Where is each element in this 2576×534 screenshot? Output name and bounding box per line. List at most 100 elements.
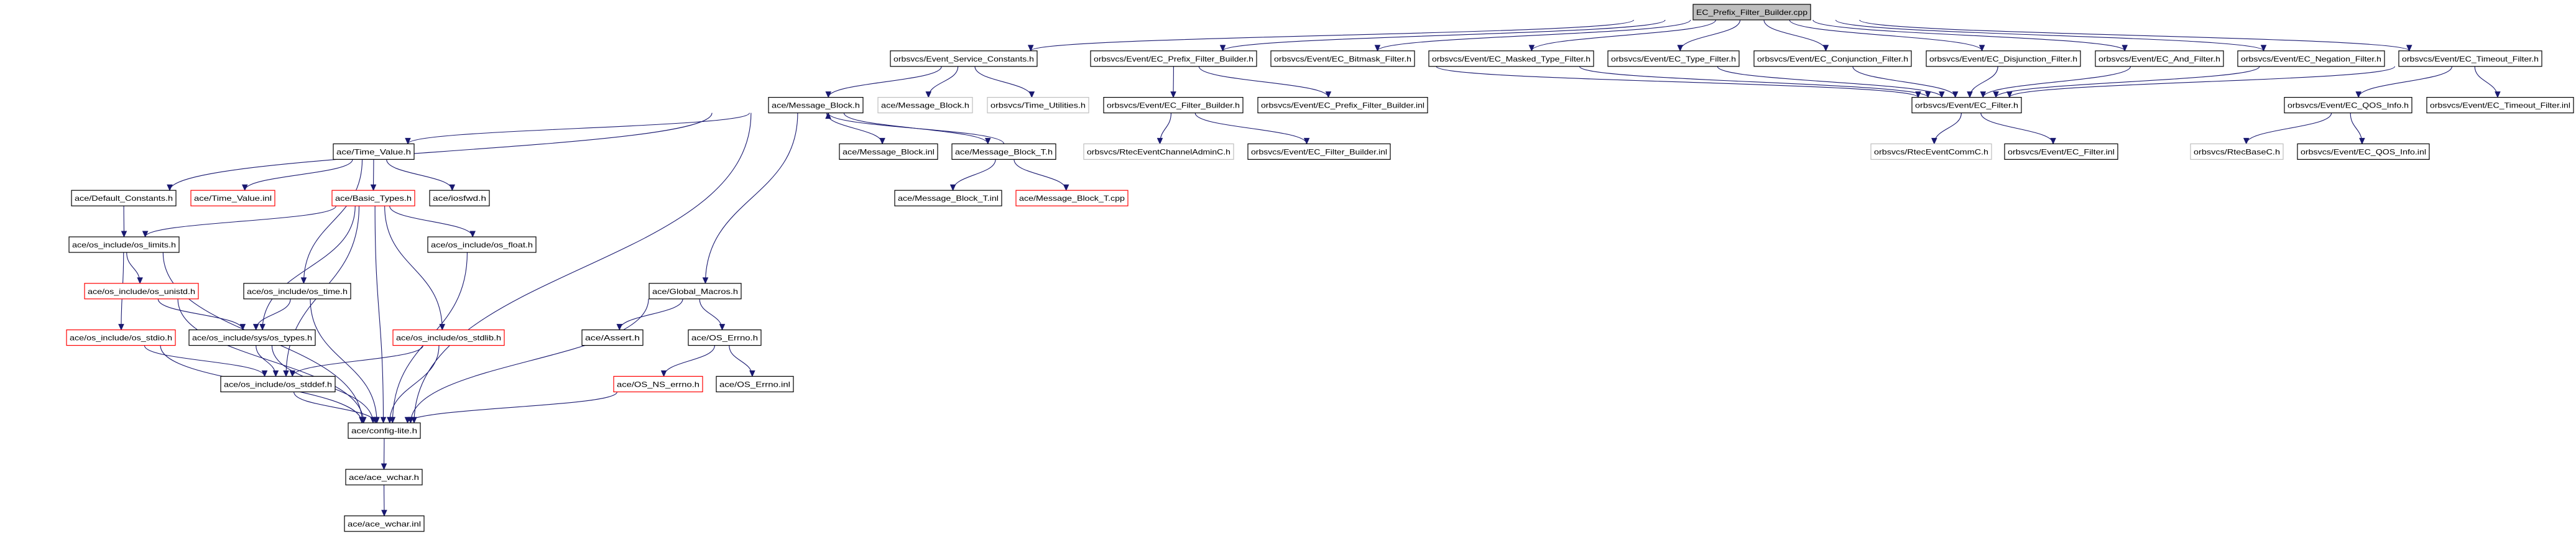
node-label: ace/os_include/os_stdio.h xyxy=(70,334,172,343)
node-os-errno-h[interactable]: ace/OS_Errno.h xyxy=(688,329,762,346)
edge-time_value_h-to-basic_types xyxy=(370,159,377,191)
node-conj[interactable]: orbsvcs/Event/EC_Conjunction_Filter.h xyxy=(1753,50,1912,67)
node-box xyxy=(427,236,537,253)
node-rtec-base[interactable]: orbsvcs/RtecBaseC.h xyxy=(2190,143,2284,160)
node-box xyxy=(894,190,1002,206)
node-os-stddef[interactable]: ace/os_include/os_stddef.h xyxy=(220,375,336,393)
arrowhead-icon xyxy=(2406,45,2412,52)
node-label: ace/Time_Value.h xyxy=(336,147,411,156)
node-pfb-inl[interactable]: orbsvcs/Event/EC_Prefix_Filter_Builder.i… xyxy=(1257,97,1428,114)
arrowhead-icon xyxy=(660,370,667,377)
node-os-stdlib[interactable]: ace/os_include/os_stdlib.h xyxy=(392,329,505,346)
node-box xyxy=(1257,97,1428,114)
edge-global_macros-to-os_errno_h xyxy=(699,298,726,331)
edge-line xyxy=(699,298,723,330)
edge-os_stdlib-to-config_lite xyxy=(387,345,440,424)
node-qos-inl[interactable]: orbsvcs/Event/EC_QOS_Info.inl xyxy=(2297,143,2430,160)
node-os-float[interactable]: ace/os_include/os_float.h xyxy=(427,236,537,253)
node-assert[interactable]: ace/Assert.h xyxy=(581,329,644,346)
node-ace-wchar-h[interactable]: ace/ace_wchar.h xyxy=(345,469,423,486)
edge-line xyxy=(177,298,364,423)
edge-os_errno_h-to-os_errno_inl xyxy=(729,345,755,377)
node-box xyxy=(2426,97,2574,114)
arrowhead-icon xyxy=(142,231,149,238)
edge-basic_types-to-os_stdlib xyxy=(384,206,445,331)
edge-root-to-conj xyxy=(1763,19,1829,52)
node-box xyxy=(1926,50,2081,67)
node-os-unistd[interactable]: ace/os_include/os_unistd.h xyxy=(84,283,199,300)
node-box xyxy=(1870,143,1992,160)
arrowhead-icon xyxy=(469,231,476,238)
node-mbt-cpp[interactable]: ace/Message_Block_T.cpp xyxy=(1015,190,1129,206)
node-default-const[interactable]: ace/Default_Constants.h xyxy=(71,190,177,206)
node-esc[interactable]: orbsvcs/Event_Service_Constants.h xyxy=(890,50,1038,67)
node-filter-inl[interactable]: orbsvcs/Event/EC_Filter.inl xyxy=(2004,143,2118,160)
edge-esc-to-time_util xyxy=(974,66,1035,98)
node-config-lite[interactable]: ace/config-lite.h xyxy=(348,422,421,439)
node-qos-h[interactable]: orbsvcs/Event/EC_QOS_Info.h xyxy=(2284,97,2412,114)
edge-masked-to-filter_h xyxy=(1579,66,1931,98)
arrowhead-icon xyxy=(825,112,831,119)
node-rtec-comm[interactable]: orbsvcs/RtecEventCommC.h xyxy=(1870,143,1992,160)
node-bitmask[interactable]: orbsvcs/Event/EC_Bitmask_Filter.h xyxy=(1270,50,1415,67)
node-label: orbsvcs/Event/EC_Filter.h xyxy=(1915,101,2018,110)
arrowhead-icon xyxy=(1677,45,1683,52)
node-time-value-h[interactable]: ace/Time_Value.h xyxy=(333,143,415,160)
node-mb-inl[interactable]: ace/Message_Block.inl xyxy=(839,143,938,160)
nodes-layer: EC_Prefix_Filter_Builder.cpporbsvcs/Even… xyxy=(66,4,2574,532)
edge-bitmask-to-filter_h xyxy=(1436,66,1921,98)
edge-line xyxy=(1198,66,1329,98)
edge-neg-to-filter_h xyxy=(1993,66,2260,98)
node-timeout-inl[interactable]: orbsvcs/Event/EC_Timeout_Filter.inl xyxy=(2426,97,2574,114)
node-label: orbsvcs/Time_Utilities.h xyxy=(990,101,1086,110)
node-label: orbsvcs/Event/EC_Filter_Builder.h xyxy=(1107,101,1240,110)
node-time-value-inl[interactable]: ace/Time_Value.inl xyxy=(190,190,275,206)
edge-line xyxy=(1013,159,1067,191)
arrowhead-icon xyxy=(949,184,956,191)
node-fb-h[interactable]: orbsvcs/Event/EC_Filter_Builder.h xyxy=(1103,97,1244,114)
node-global-macros[interactable]: ace/Global_Macros.h xyxy=(649,283,742,300)
node-filter-h[interactable]: orbsvcs/Event/EC_Filter.h xyxy=(1911,97,2022,114)
node-box xyxy=(188,329,316,346)
node-os-types[interactable]: ace/os_include/sys/os_types.h xyxy=(188,329,316,346)
node-basic-types[interactable]: ace/Basic_Types.h xyxy=(331,190,415,206)
node-mbt-h[interactable]: ace/Message_Block_T.h xyxy=(951,143,1056,160)
edge-line xyxy=(386,159,453,191)
node-pfb-h[interactable]: orbsvcs/Event/EC_Prefix_Filter_Builder.h xyxy=(1090,50,1257,67)
edge-line xyxy=(303,159,363,283)
arrowhead-icon xyxy=(1822,45,1829,52)
node-os-errno-inl[interactable]: ace/OS_Errno.inl xyxy=(716,375,794,393)
node-time-util[interactable]: orbsvcs/Time_Utilities.h xyxy=(987,97,1089,114)
node-type[interactable]: orbsvcs/Event/EC_Type_Filter.h xyxy=(1607,50,1740,67)
node-box xyxy=(1103,97,1244,114)
node-ace-wchar-inl[interactable]: ace/ace_wchar.inl xyxy=(344,515,425,532)
node-mbt-inl[interactable]: ace/Message_Block_T.inl xyxy=(894,190,1002,206)
node-iosfwd[interactable]: ace/iosfwd.h xyxy=(429,190,490,206)
node-os-ns-errno[interactable]: ace/OS_NS_errno.h xyxy=(613,375,703,393)
node-timeout[interactable]: orbsvcs/Event/EC_Timeout_Filter.h xyxy=(2398,50,2542,67)
node-and[interactable]: orbsvcs/Event/EC_And_Filter.h xyxy=(2095,50,2224,67)
node-mb-h-gray[interactable]: ace/Message_Block.h xyxy=(877,97,973,114)
node-os-stdio[interactable]: ace/os_include/os_stdio.h xyxy=(66,329,176,346)
edge-line xyxy=(828,113,1005,144)
node-neg[interactable]: orbsvcs/Event/EC_Negation_Filter.h xyxy=(2237,50,2385,67)
arrowhead-icon xyxy=(1303,137,1310,145)
edge-qos_h-to-qos_inl xyxy=(2350,113,2365,145)
arrowhead-icon xyxy=(272,370,279,377)
node-fb-inl[interactable]: orbsvcs/Event/EC_Filter_Builder.inl xyxy=(1247,143,1391,160)
edge-line xyxy=(157,298,243,330)
edge-root-to-pfb_h xyxy=(1219,19,1666,52)
node-masked[interactable]: orbsvcs/Event/EC_Masked_Type_Filter.h xyxy=(1428,50,1594,67)
node-disj[interactable]: orbsvcs/Event/EC_Disjunction_Filter.h xyxy=(1926,50,2081,67)
node-rtec-admin[interactable]: orbsvcs/RtecEventChannelAdminC.h xyxy=(1083,143,1234,160)
edge-root-to-timeout xyxy=(1859,19,2412,52)
node-label: ace/config-lite.h xyxy=(351,426,417,435)
node-os-limits[interactable]: ace/os_include/os_limits.h xyxy=(68,236,180,253)
node-mb-h[interactable]: ace/Message_Block.h xyxy=(768,97,864,114)
edge-line xyxy=(2246,113,2332,144)
node-box xyxy=(649,283,742,300)
node-os-time[interactable]: ace/os_include/os_time.h xyxy=(243,283,351,300)
edge-ace_wchar_h-to-ace_wchar_inl xyxy=(381,484,387,517)
arrowhead-icon xyxy=(370,184,377,191)
